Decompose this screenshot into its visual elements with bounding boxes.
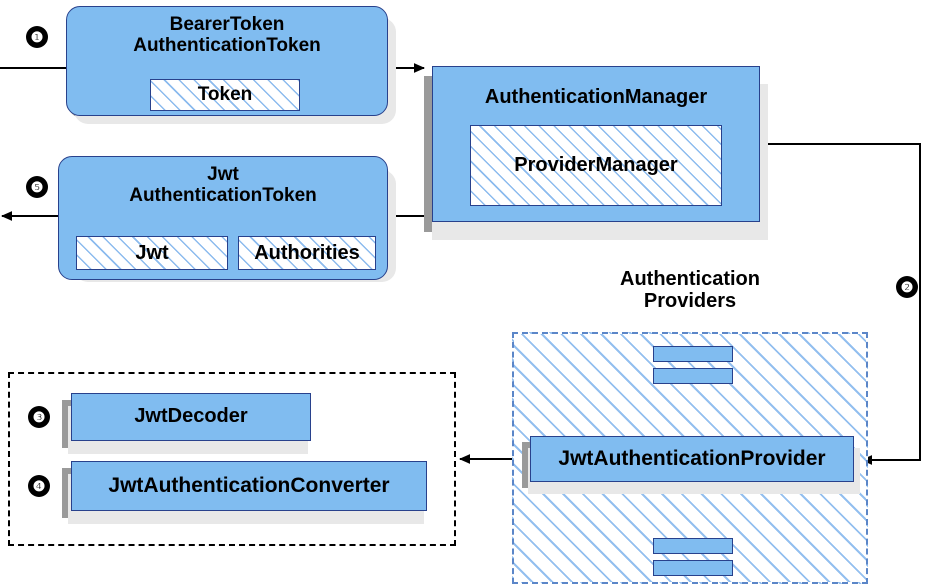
jwt-token-title-line1: Jwt [207,164,239,185]
authentication-manager-title: AuthenticationManager [484,86,708,108]
provider-bar-bottom-1 [653,538,733,554]
provider-bar-top-2 [653,368,733,384]
provider-bar-top-1 [653,346,733,362]
slot-authorities: Authorities [238,236,376,270]
jwt-token-title-line2: AuthenticationToken [129,184,317,206]
step-marker-4: ❹ [28,475,50,497]
node-jwt-decoder[interactable]: JwtDecoder [71,393,311,441]
step-marker-2: ❷ [896,276,918,298]
node-jwt-authentication-token[interactable]: Jwt AuthenticationToken [58,156,388,280]
authentication-providers-title-line2: Providers [643,290,737,312]
bearer-token-title-line2: AuthenticationToken [133,34,321,56]
step-marker-1: ❶ [26,26,48,48]
slot-token: Token [150,79,300,111]
jwt-authentication-provider-title: JwtAuthenticationProvider [558,446,826,470]
node-jwt-authentication-converter[interactable]: JwtAuthenticationConverter [71,461,427,511]
jwt-decoder-title: JwtDecoder [134,405,248,428]
group-jwt-support [8,372,456,546]
step-marker-3: ❸ [28,406,50,428]
bearer-token-title-line1: BearerToken [169,14,285,35]
slot-provider-manager: ProviderManager [470,125,722,206]
authentication-providers-title-line1: Authentication [620,268,760,290]
authentication-providers-title: Authentication Providers [560,268,820,312]
step-marker-5: ❺ [26,176,48,198]
jwt-authentication-converter-title: JwtAuthenticationConverter [108,473,390,497]
provider-bar-bottom-2 [653,560,733,576]
slot-jwt: Jwt [76,236,228,270]
node-jwt-authentication-provider[interactable]: JwtAuthenticationProvider [530,436,854,482]
